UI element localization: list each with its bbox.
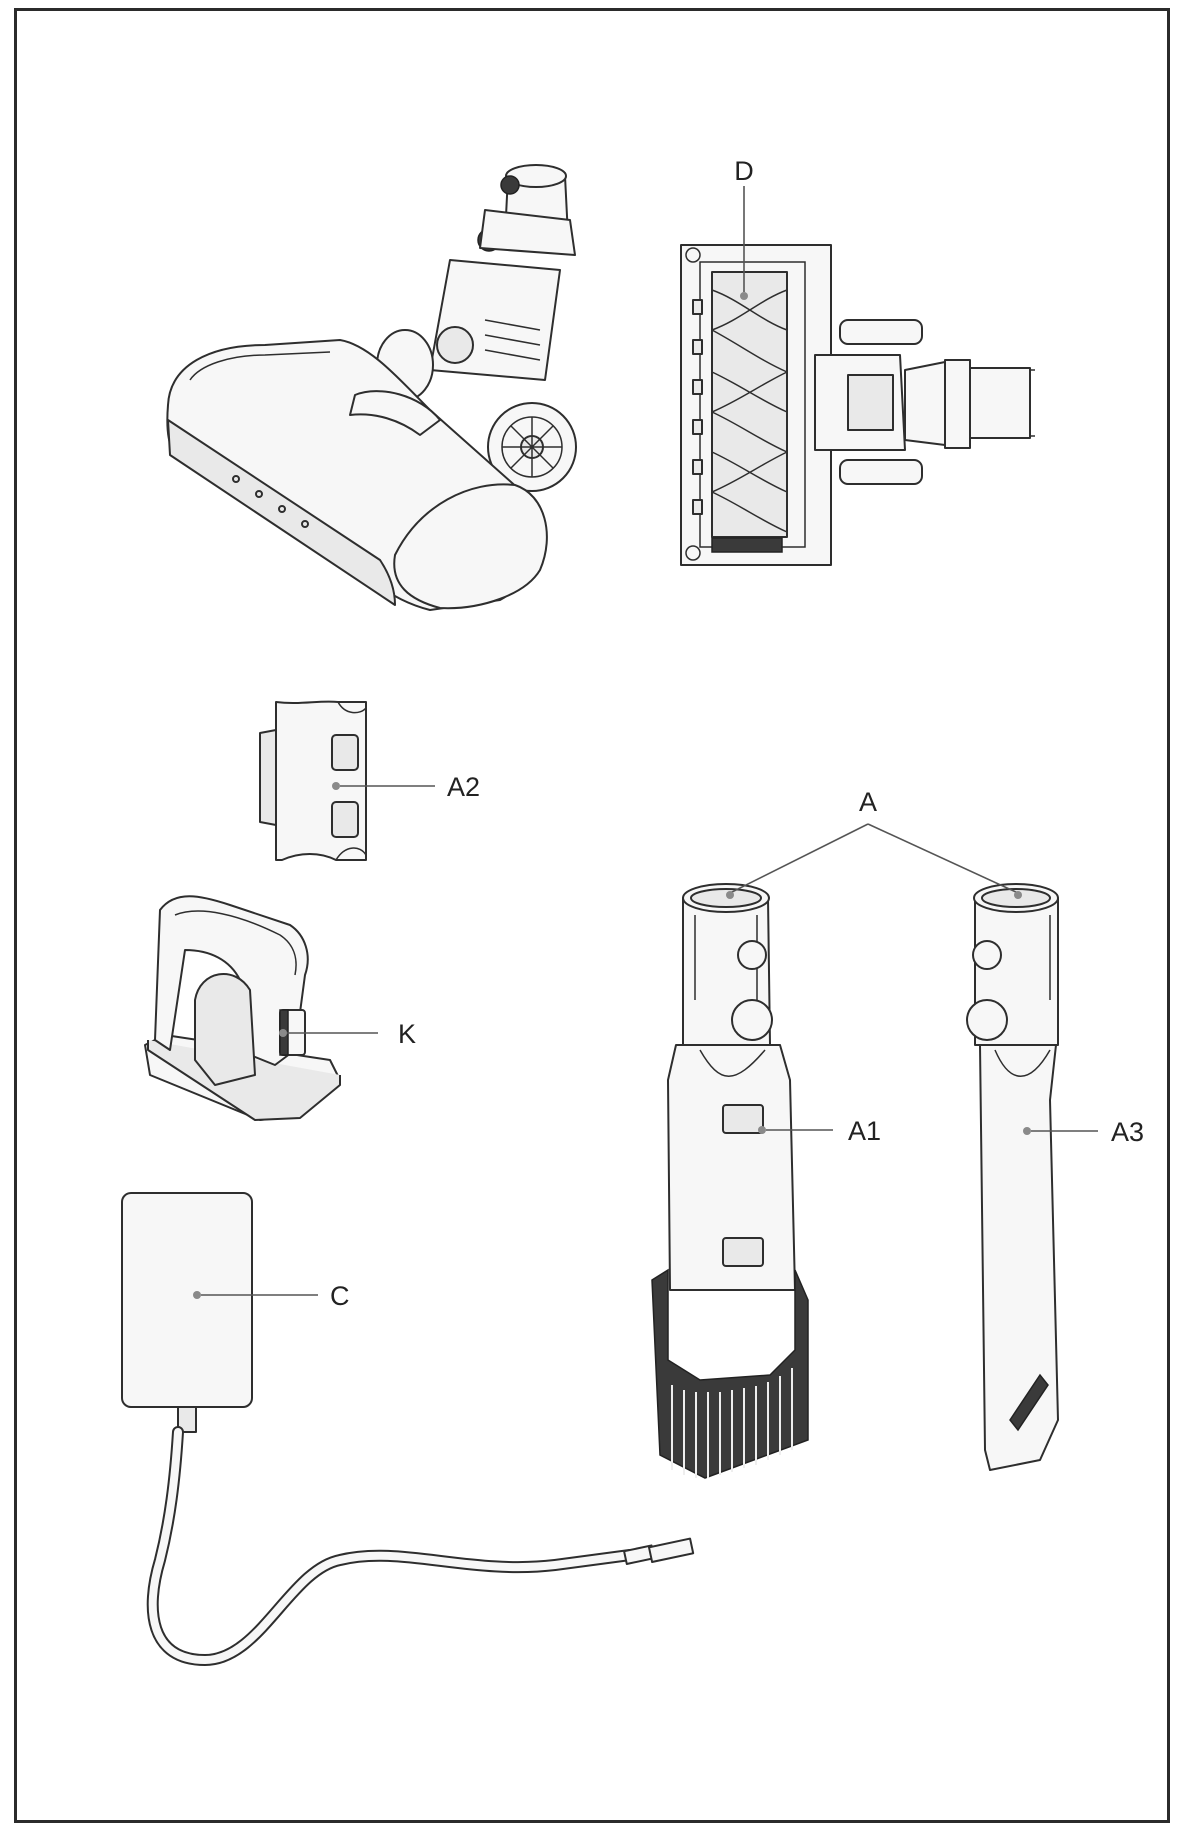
floor-brush-illustration — [166, 164, 577, 611]
k-holder-illustration — [144, 895, 341, 1121]
a3-crevice-tool-illustration — [966, 883, 1059, 1471]
label-a: A — [859, 787, 877, 817]
a1-brush-tool-illustration — [651, 883, 809, 1479]
roller-brush-illustration — [680, 244, 1035, 566]
page-border — [14, 8, 1170, 1823]
c-charger-illustration — [121, 1192, 695, 1666]
callout-c: C — [193, 1281, 350, 1311]
callout-a3: A3 — [1023, 1117, 1144, 1147]
callout-k: K — [279, 1019, 416, 1049]
label-a3: A3 — [1111, 1117, 1144, 1147]
label-c: C — [330, 1281, 350, 1311]
a2-clip-illustration — [259, 700, 367, 861]
callout-a: A — [726, 787, 1022, 899]
callout-a2: A2 — [332, 772, 480, 802]
label-a1: A1 — [848, 1116, 881, 1146]
callout-d: D — [734, 156, 754, 300]
label-k: K — [398, 1019, 416, 1049]
a1-bristles — [651, 1268, 809, 1479]
label-a2: A2 — [447, 772, 480, 802]
label-d: D — [734, 156, 754, 186]
callout-a1: A1 — [758, 1116, 881, 1146]
